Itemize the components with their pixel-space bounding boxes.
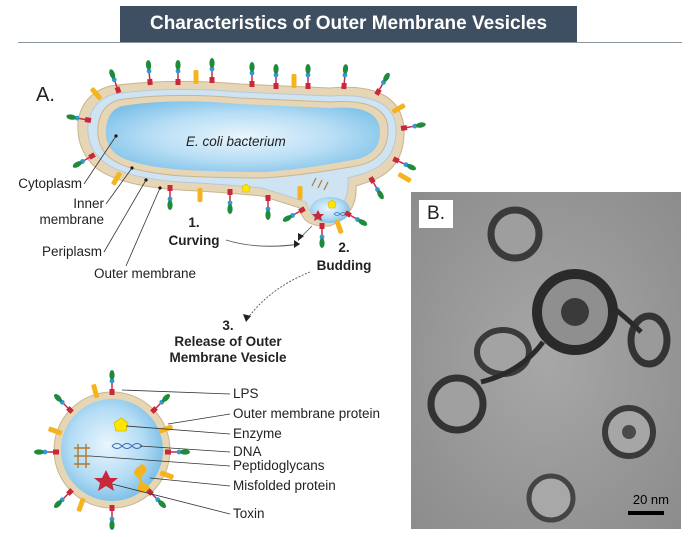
vesicle-core bbox=[622, 425, 636, 439]
dna-pointer bbox=[139, 445, 231, 453]
outer-membrane-pointer bbox=[125, 187, 161, 267]
peptidoglycans-pointer bbox=[89, 455, 231, 467]
toxin-pointer bbox=[111, 483, 231, 515]
toxin-icon bbox=[94, 470, 118, 491]
inner-membrane-label-line2: membrane bbox=[39, 212, 104, 227]
lps-icon bbox=[145, 487, 169, 511]
micrograph-image bbox=[411, 192, 681, 529]
legend-enzyme: Enzyme bbox=[233, 426, 282, 441]
cytoplasm-pointer bbox=[83, 135, 117, 185]
vesicle-particle bbox=[427, 374, 487, 434]
panel-b-label: B. bbox=[419, 200, 453, 228]
step2-number: 2. bbox=[338, 240, 350, 255]
bud-dna-icon bbox=[333, 212, 347, 216]
step3-line1: Release of Outer bbox=[174, 334, 282, 349]
page-title: Characteristics of Outer Membrane Vesicl… bbox=[120, 6, 577, 42]
periplasm-pointer bbox=[103, 179, 147, 253]
inner-membrane-pointer bbox=[105, 167, 133, 205]
release-arrowhead bbox=[243, 314, 251, 322]
lps-pointer bbox=[121, 389, 231, 395]
lps-icon bbox=[174, 59, 182, 86]
bud-arrowhead bbox=[298, 233, 304, 241]
vesicle-core bbox=[561, 298, 589, 326]
omp-icon bbox=[197, 188, 203, 202]
panel-b-label-text: B. bbox=[427, 203, 445, 224]
vesicle-particle bbox=[474, 327, 532, 377]
periplasm-label: Periplasm bbox=[41, 244, 102, 259]
legend-misfolded-protein: Misfolded protein bbox=[233, 478, 336, 493]
lps-icon bbox=[166, 184, 174, 211]
lps-icon bbox=[51, 391, 75, 415]
step3-number: 3. bbox=[222, 318, 234, 333]
periplasm-peptidoglycan-icon bbox=[311, 177, 329, 191]
step1-number: 1. bbox=[188, 215, 200, 230]
step3-line2: Membrane Vesicle bbox=[169, 350, 287, 365]
lps-icon bbox=[164, 448, 191, 456]
lps-icon bbox=[248, 61, 256, 88]
omp-icon bbox=[76, 497, 86, 513]
lps-icon bbox=[399, 120, 427, 132]
bacterium-label: E. coli bacterium bbox=[186, 134, 286, 149]
enzyme-icon bbox=[113, 417, 129, 432]
vesicle-particle bbox=[487, 206, 543, 262]
budding-to-release-arrow bbox=[247, 271, 311, 319]
lps-icon bbox=[149, 391, 173, 415]
bud-enzyme-icon bbox=[327, 199, 337, 209]
omp-icon bbox=[397, 171, 412, 184]
panel-a-label: A. bbox=[36, 84, 55, 106]
misfolded-protein-pointer bbox=[149, 477, 231, 487]
title-divider bbox=[18, 42, 682, 43]
lps-icon bbox=[367, 175, 387, 202]
scale-bar bbox=[628, 511, 664, 515]
legend-toxin: Toxin bbox=[233, 506, 265, 521]
bud-toxin-icon bbox=[312, 210, 324, 221]
lps-icon bbox=[264, 194, 272, 221]
omp-icon bbox=[291, 74, 297, 88]
dna-icon bbox=[111, 443, 143, 449]
outer-membrane-label: Outer membrane bbox=[94, 266, 197, 281]
lps-icon bbox=[144, 59, 154, 86]
lps-icon bbox=[340, 63, 350, 90]
page-title-text: Characteristics of Outer Membrane Vesicl… bbox=[149, 13, 548, 34]
step2-label: Budding bbox=[316, 258, 372, 273]
lps-icon bbox=[391, 155, 418, 173]
lps-icon bbox=[33, 448, 60, 456]
bacterium-cytoplasm bbox=[105, 101, 380, 172]
legend-peptidoglycans: Peptidoglycans bbox=[233, 458, 325, 473]
legend-dna: DNA bbox=[233, 444, 262, 459]
lps-icon bbox=[108, 369, 116, 396]
vesicle-particle bbox=[526, 473, 576, 523]
misfolded-protein-icon bbox=[134, 464, 150, 493]
enzyme-pointer bbox=[125, 425, 231, 435]
curving-arrowhead bbox=[294, 240, 300, 248]
panel-b-micrograph: B. 20 nm bbox=[411, 192, 681, 529]
cytoplasm-label: Cytoplasm bbox=[18, 176, 82, 191]
lps-icon bbox=[108, 504, 116, 531]
scale-bar-label: 20 nm bbox=[632, 492, 669, 507]
legend-outer-membrane-protein: Outer membrane protein bbox=[233, 406, 381, 421]
membrane-bridge bbox=[607, 302, 643, 334]
lps-icon bbox=[373, 70, 393, 97]
omp-icon bbox=[193, 70, 199, 84]
step1-label: Curving bbox=[168, 233, 220, 248]
legend-lps: LPS bbox=[233, 386, 259, 401]
bacterium-enzyme-icon bbox=[241, 183, 251, 193]
membrane-bridge bbox=[480, 340, 546, 385]
inner-membrane-label-line1: Inner bbox=[73, 196, 104, 211]
lps-icon bbox=[304, 63, 312, 90]
omp-icon bbox=[334, 219, 344, 235]
omp-icon bbox=[297, 186, 303, 200]
lps-icon bbox=[51, 487, 75, 511]
lps-icon bbox=[226, 188, 234, 215]
curving-arrow bbox=[225, 239, 301, 247]
vesicle-particle bbox=[627, 312, 671, 368]
lps-icon bbox=[318, 222, 326, 249]
lps-icon bbox=[208, 57, 216, 84]
lps-icon bbox=[343, 209, 370, 229]
omp-pointer bbox=[167, 413, 231, 425]
peptidoglycans-icon bbox=[74, 444, 90, 468]
lps-icon bbox=[272, 63, 280, 90]
